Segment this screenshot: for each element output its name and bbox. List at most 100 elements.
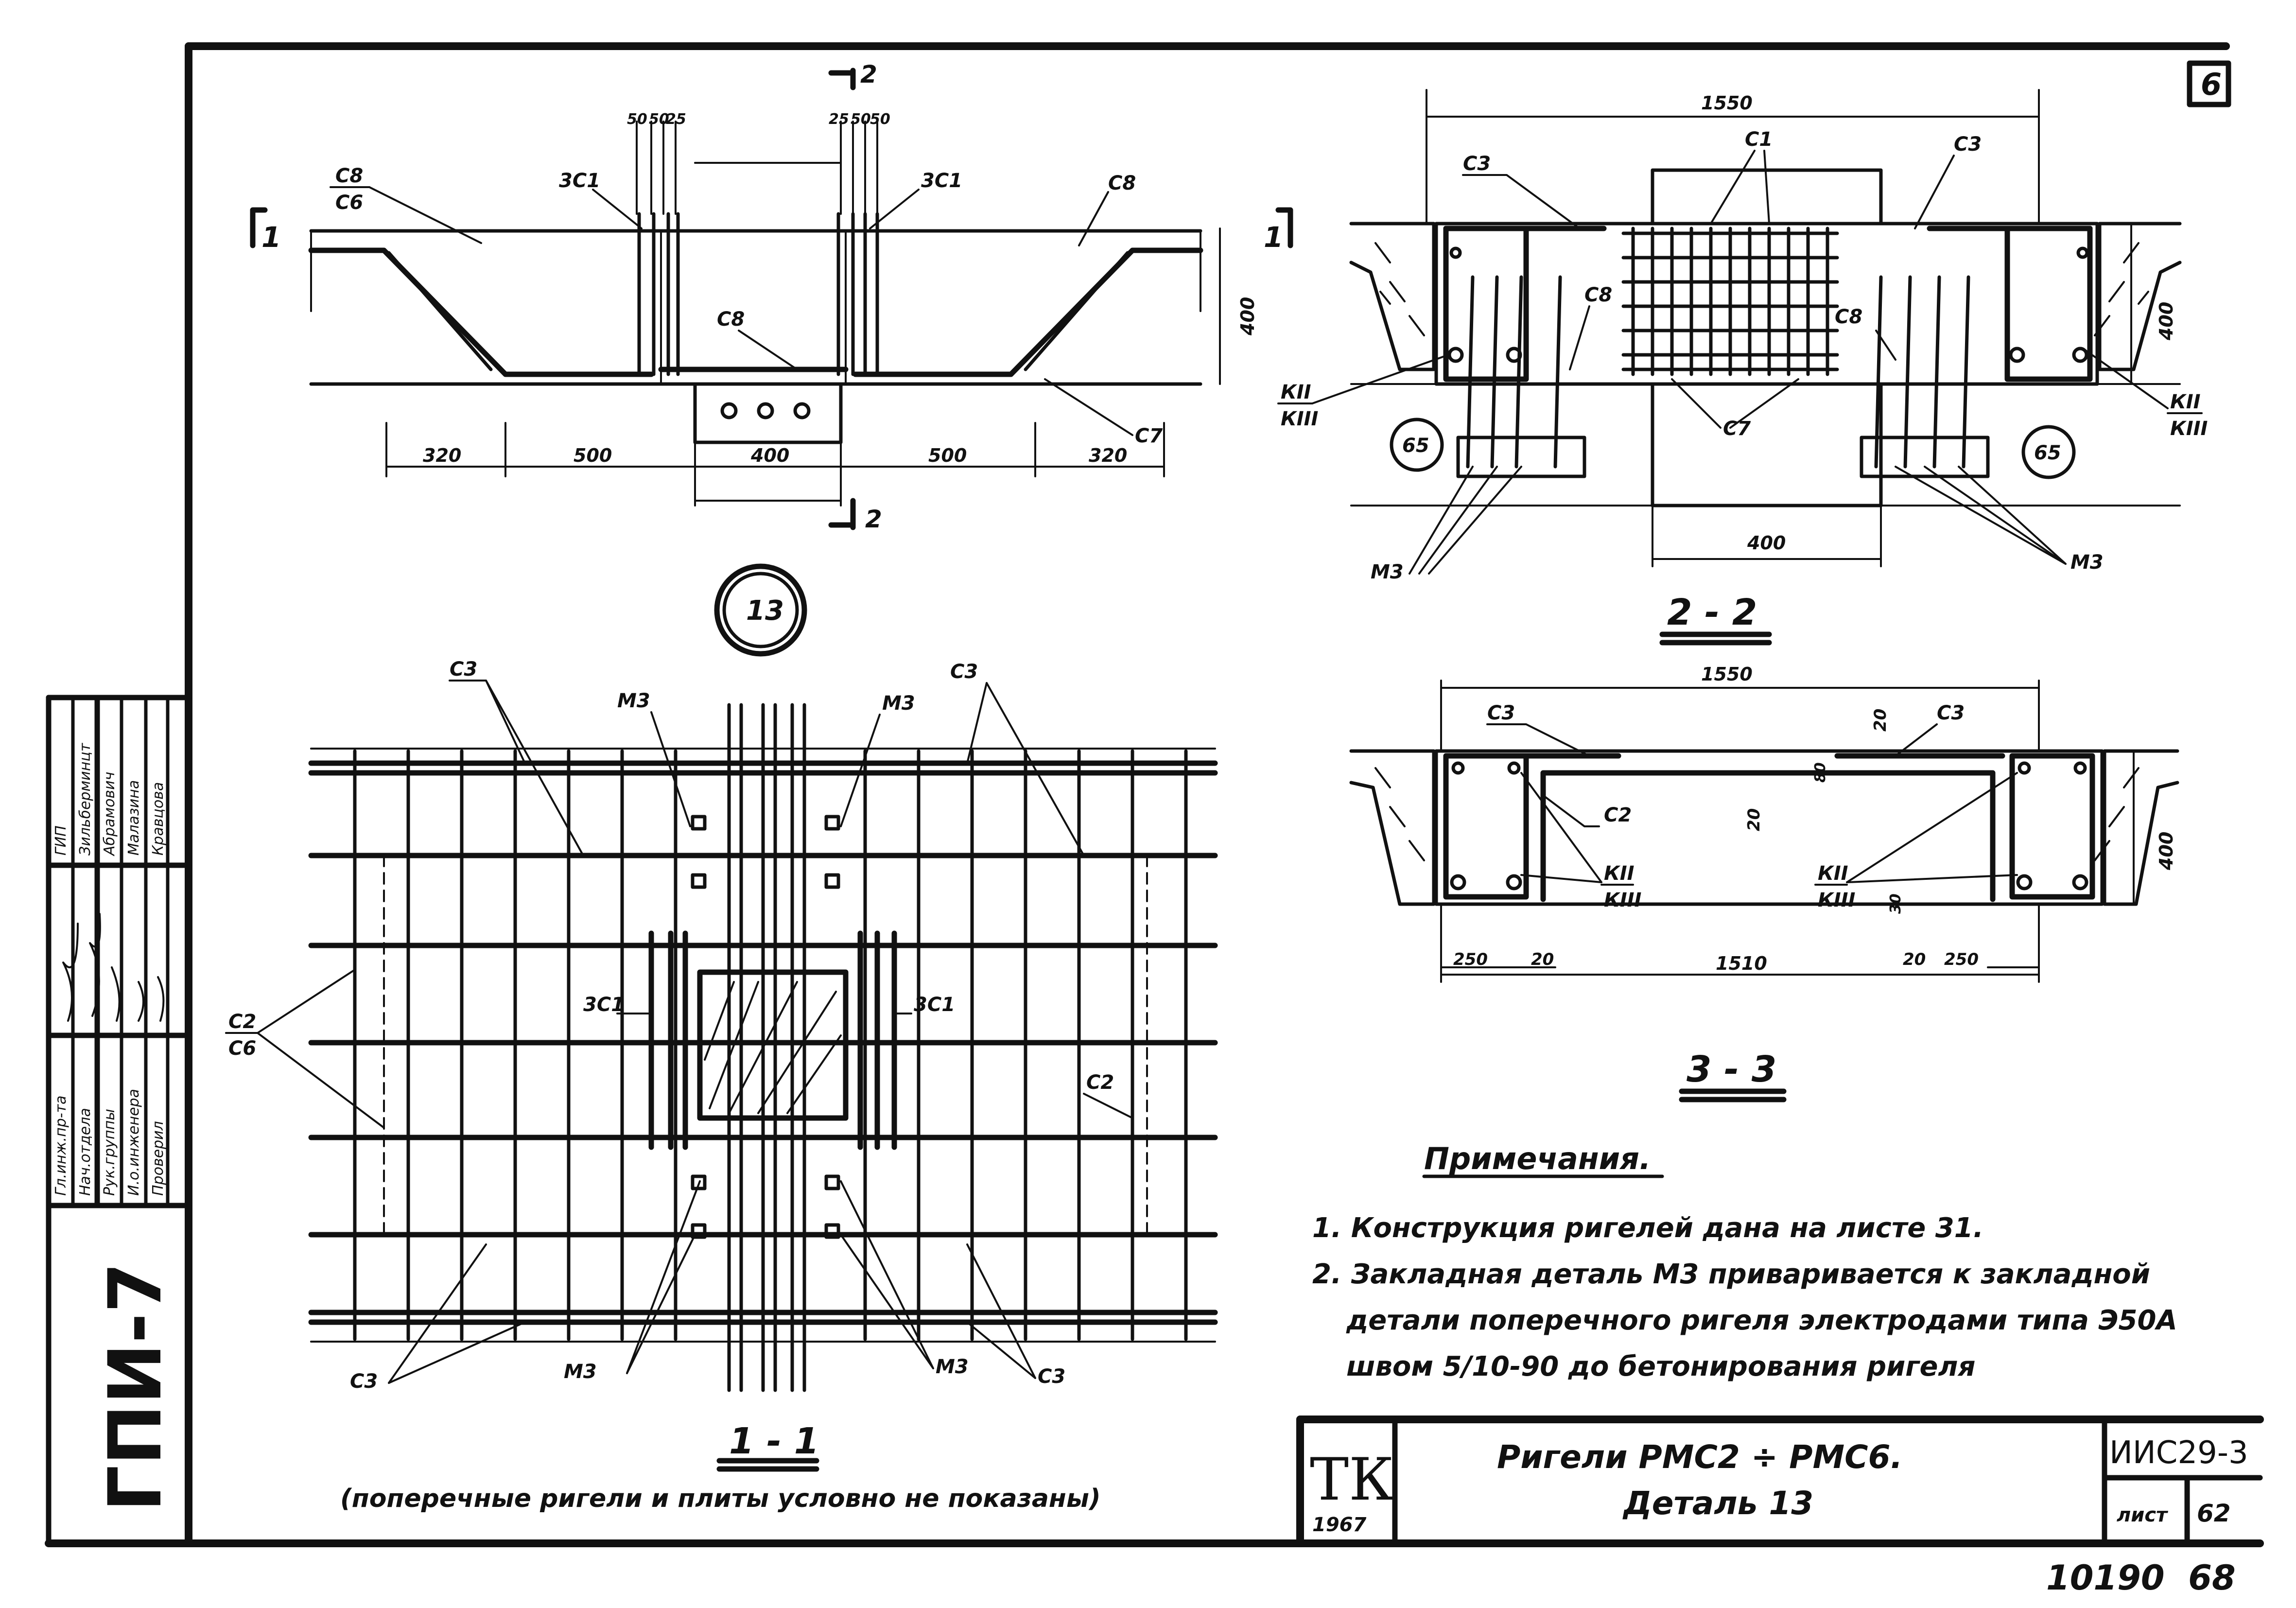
stamp-block: Гл.инж.пр-та Нач.отдела Рук.группы И.о.и… — [52, 742, 178, 1512]
drawing-subtitle: Деталь 13 — [1622, 1485, 1813, 1522]
bar-label: 3С1 — [914, 994, 955, 1016]
sheet-number: 6 — [2201, 67, 2222, 102]
plan-top-view: 1 1 2 2 — [250, 60, 1293, 533]
stamp-name: Абрамович — [101, 772, 118, 856]
dim-label: 1510 — [1716, 953, 1767, 974]
bar-label: С7 — [1135, 425, 1163, 447]
note-line: детали поперечного ригеля электродами ти… — [1346, 1305, 2177, 1336]
dim-label: 400 — [1237, 297, 1258, 336]
detail-circle: 13 — [714, 563, 807, 657]
bar-label: С1 — [1745, 128, 1773, 151]
bar-label: 3С1 — [583, 994, 625, 1016]
bar-label: С8 — [335, 165, 363, 187]
anchor-bars — [1466, 275, 1970, 469]
bar-label: С8 — [1584, 284, 1612, 306]
stirrup-columns — [727, 703, 806, 1392]
signature-mark — [62, 913, 165, 1022]
side-code: ГПИ-7 — [93, 1262, 178, 1512]
bar-label: М3 — [2070, 551, 2104, 574]
bar-label: С3 — [1487, 702, 1515, 724]
bar-label: С3 — [1954, 133, 1982, 156]
bar-label: С7 — [1723, 418, 1751, 440]
drawing-title: Ригели РМС2 ÷ РМС6. — [1497, 1438, 1903, 1476]
detail-number: 13 — [746, 595, 784, 627]
section-title: 2 - 2 — [1667, 592, 1757, 633]
stamp-role: Гл.инж.пр-та — [52, 1096, 70, 1196]
cut-mark-label: 2 — [865, 505, 882, 533]
dim-label: 1550 — [1701, 92, 1753, 114]
stamp-name: Малазина — [125, 780, 142, 856]
dim-label: 50 — [851, 111, 871, 128]
dim-label: 400 — [750, 445, 789, 466]
bar-label: С3 — [950, 661, 978, 683]
org-mark: ТК — [1310, 1446, 1394, 1514]
bar-label: КIII — [1281, 408, 1318, 430]
dim-label: 400 — [1747, 532, 1786, 554]
section-3-3-view: 1550 400 1510 250 20 20 250 20 20 — [1349, 664, 2179, 1102]
bar-label: С3 — [1463, 153, 1491, 175]
section-title: 1 - 1 — [729, 1420, 819, 1462]
bar-label: С8 — [1835, 306, 1862, 328]
dim-label: 320 — [423, 445, 461, 466]
bar-label: КII — [1281, 381, 1311, 403]
bar-label: С2 — [1086, 1071, 1114, 1094]
sheet-frame — [45, 42, 2264, 1547]
dim-label: 20 — [1871, 709, 1890, 732]
dim-label: 50 — [627, 111, 647, 128]
bar-label: КII — [2170, 391, 2201, 413]
bar-label: С6 — [228, 1037, 256, 1060]
dim-label: 50 — [870, 111, 890, 128]
bar-label: КIII — [2170, 418, 2208, 440]
transverse-bars — [353, 749, 1188, 1341]
note-line: 1. Конструкция ригелей дана на листе 31. — [1312, 1212, 1983, 1244]
bar-label: КII — [1818, 862, 1848, 885]
bar-label: С3 — [350, 1370, 378, 1393]
section-2-2-view: 1550 — [1277, 89, 2208, 646]
stamp-role: И.о.инженера — [125, 1089, 142, 1196]
note-line: 2. Закладная деталь М3 приваривается к з… — [1312, 1258, 2150, 1290]
bar-label: КIII — [1818, 889, 1855, 911]
sheet-number-box: 6 — [2187, 60, 2231, 107]
dim-label: 30 — [1887, 893, 1904, 914]
bar-label: КII — [1604, 862, 1635, 885]
notes-block: Примечания. 1. Конструкция ригелей дана … — [1312, 1141, 2177, 1382]
3c1-cages — [648, 930, 897, 1150]
section-title: 3 - 3 — [1687, 1049, 1776, 1090]
stamp-role: Нач.отдела — [77, 1108, 94, 1196]
bar-label: С8 — [717, 308, 745, 331]
stamp-name: Зильберминцт — [77, 742, 94, 856]
dim-label: 20 — [1744, 808, 1764, 831]
sheet-no: 62 — [2197, 1499, 2231, 1527]
sheet-label: лист — [2117, 1504, 2169, 1526]
bar-label: С8 — [1108, 172, 1136, 194]
bar-label: С3 — [450, 658, 477, 681]
dim-label: 250 — [1453, 950, 1488, 969]
bar-label: М3 — [564, 1361, 597, 1383]
bar-label: М3 — [1371, 561, 1404, 583]
section-subtitle: (поперечные ригели и плиты условно не по… — [340, 1484, 1101, 1513]
bar-label: 3С1 — [559, 170, 600, 192]
bar-label: М3 — [936, 1356, 969, 1378]
m3-plates — [691, 815, 840, 1239]
dim-label: 25 — [829, 111, 849, 128]
dim-label: 50 — [649, 111, 669, 128]
bar-label: М3 — [617, 690, 650, 712]
dim-label: 320 — [1089, 445, 1127, 466]
stamp-role: Рук.группы — [101, 1109, 118, 1196]
dim-label: 250 — [1944, 950, 1979, 969]
cut-mark-label: 1 — [1264, 221, 1283, 254]
column-hatch — [704, 981, 842, 1114]
dim-label: 25 — [666, 111, 686, 128]
dim-label: 500 — [928, 445, 967, 466]
dim-label: 80 — [1812, 762, 1829, 783]
dim-label: 400 — [2156, 832, 2177, 871]
dim-label: 500 — [574, 445, 612, 466]
stamp-role: Проверил — [150, 1121, 167, 1196]
stamp-name: ГИП — [52, 825, 70, 856]
dim-label: 20 — [1531, 950, 1554, 969]
archive-numbers: 10190 68 — [2046, 1558, 2236, 1598]
bar-label: С3 — [1937, 702, 1965, 724]
cut-mark-label: 1 — [261, 221, 281, 254]
dim-label: 1550 — [1701, 664, 1753, 685]
